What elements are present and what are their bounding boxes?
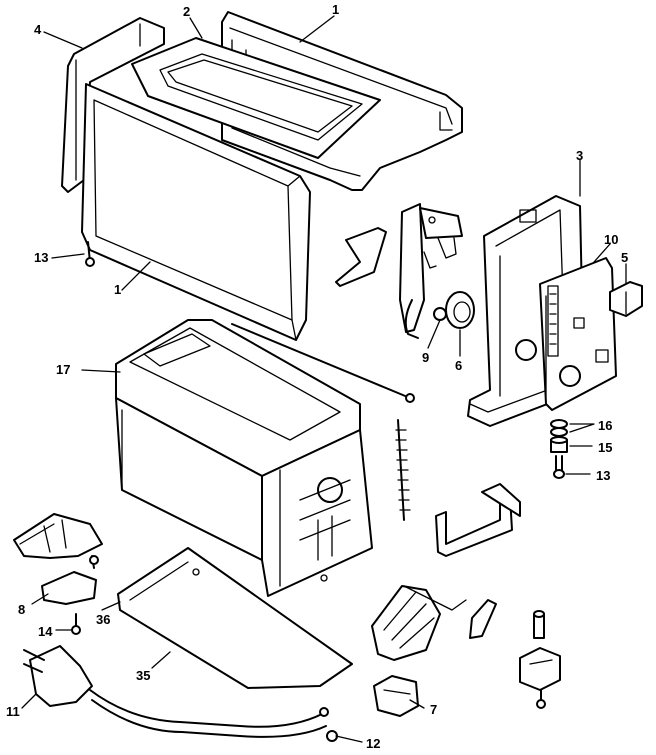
callout-2: 2 xyxy=(183,4,190,19)
callout-10: 10 xyxy=(604,232,618,247)
callout-9: 9 xyxy=(422,350,429,365)
callout-5: 5 xyxy=(621,250,628,265)
part-power-cord xyxy=(89,689,338,742)
callout-6: 6 xyxy=(455,358,462,373)
callout-1-top: 1 xyxy=(332,2,339,17)
part-fuse xyxy=(533,610,545,639)
part-lever-knob xyxy=(609,281,643,317)
callout-8: 8 xyxy=(18,602,25,617)
part-latch-bracket xyxy=(435,483,521,557)
part-screw-14 xyxy=(71,613,81,635)
part-thermostat xyxy=(519,647,561,709)
part-fasteners-stack xyxy=(550,419,568,479)
part-top-panel xyxy=(131,37,381,159)
callout-11: 11 xyxy=(6,704,20,719)
part-element-wire xyxy=(231,323,415,403)
callout-labels: 1 2 4 3 10 5 13 1 9 6 17 16 15 13 8 14 3… xyxy=(6,2,628,751)
part-main-chassis xyxy=(115,319,373,597)
part-crumb-tray xyxy=(117,547,353,689)
callout-17: 17 xyxy=(56,362,70,377)
callout-3: 3 xyxy=(576,148,583,163)
part-screw-top-left xyxy=(85,241,95,267)
leader-lines xyxy=(21,15,627,743)
callout-4: 4 xyxy=(34,22,42,37)
part-terminal-block xyxy=(13,513,103,605)
callout-13-left: 13 xyxy=(34,250,48,265)
part-front-shell xyxy=(81,83,311,341)
callout-7: 7 xyxy=(430,702,437,717)
callout-16: 16 xyxy=(598,418,612,433)
part-control-plate xyxy=(539,257,617,411)
part-switch-assembly xyxy=(371,585,497,661)
part-spring xyxy=(395,419,411,521)
callout-12: 12 xyxy=(366,736,380,751)
part-plug xyxy=(23,645,93,707)
part-control-bracket xyxy=(335,203,463,339)
part-control-knob xyxy=(445,291,475,329)
part-switch-7 xyxy=(373,675,419,717)
callout-35: 35 xyxy=(136,668,150,683)
callout-13-right: 13 xyxy=(596,468,610,483)
callout-15: 15 xyxy=(598,440,612,455)
callout-1-front: 1 xyxy=(114,282,121,297)
callout-14: 14 xyxy=(38,624,53,639)
callout-36: 36 xyxy=(96,612,110,627)
